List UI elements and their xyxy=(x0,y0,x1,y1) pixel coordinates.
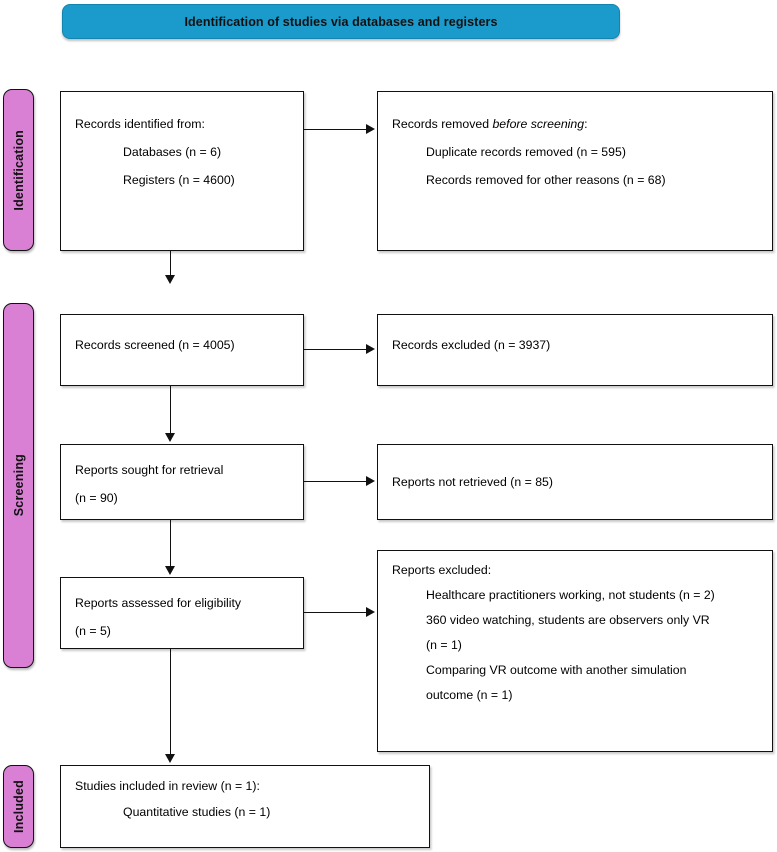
box-records-identified: Records identified from: Databases (n = … xyxy=(60,91,304,251)
box-records-screened: Records screened (n = 4005) xyxy=(60,314,304,386)
studies-included-heading: Studies included in review (n = 1): xyxy=(75,779,260,793)
records-removed-duplicates: Duplicate records removed (n = 595) xyxy=(426,144,626,159)
box-records-removed: Records removed before screening: Duplic… xyxy=(377,91,773,251)
records-removed-heading-italic: before screening xyxy=(492,117,585,131)
reports-sought-text: Reports sought for retrieval xyxy=(75,463,224,477)
records-identified-heading: Records identified from: xyxy=(75,117,205,131)
box-reports-assessed: Reports assessed for eligibility (n = 5) xyxy=(60,577,304,649)
arrowhead-right-icon xyxy=(366,476,375,486)
reports-excluded-reason-2: 360 video watching, students are observe… xyxy=(426,612,710,627)
records-removed-heading-suffix: : xyxy=(584,117,588,131)
box-reports-excluded-reasons: Reports excluded: Healthcare practitione… xyxy=(377,550,773,752)
connector-screened-to-sought xyxy=(170,386,172,435)
connector-screened-to-excluded xyxy=(304,349,368,351)
arrowhead-down-icon xyxy=(165,566,175,575)
stage-label-screening-text: Screening xyxy=(11,454,26,517)
arrowhead-down-icon xyxy=(165,754,175,763)
connector-identified-to-screened xyxy=(170,251,172,277)
studies-included-quantitative: Quantitative studies (n = 1) xyxy=(123,804,271,819)
reports-excluded-reason-3-count: outcome (n = 1) xyxy=(426,687,513,702)
arrowhead-right-icon xyxy=(366,344,375,354)
reports-assessed-count: (n = 5) xyxy=(75,623,111,638)
connector-identified-to-removed xyxy=(304,129,368,131)
box-studies-included: Studies included in review (n = 1): Quan… xyxy=(60,765,430,848)
reports-sought-count: (n = 90) xyxy=(75,490,118,505)
reports-excluded-reason-2-count: (n = 1) xyxy=(426,637,462,652)
stage-label-screening: Screening xyxy=(3,303,34,668)
reports-excluded-reason-1: Healthcare practitioners working, not st… xyxy=(426,587,715,602)
reports-excluded-reason-3: Comparing VR outcome with another simula… xyxy=(426,662,687,677)
reports-not-retrieved-text: Reports not retrieved (n = 85) xyxy=(392,475,553,489)
stage-label-identification-text: Identification xyxy=(11,129,26,211)
arrowhead-right-icon xyxy=(366,124,375,134)
records-removed-heading-prefix: Records removed xyxy=(392,117,493,131)
connector-sought-to-assessed xyxy=(170,520,172,568)
records-identified-registers: Registers (n = 4600) xyxy=(123,172,235,187)
diagram-header-banner: Identification of studies via databases … xyxy=(62,4,620,39)
arrowhead-down-icon xyxy=(165,275,175,284)
arrowhead-right-icon xyxy=(366,607,375,617)
arrowhead-down-icon xyxy=(165,433,175,442)
reports-assessed-text: Reports assessed for eligibility xyxy=(75,596,242,610)
records-removed-other: Records removed for other reasons (n = 6… xyxy=(426,172,666,187)
connector-assessed-to-excluded-reasons xyxy=(304,612,368,614)
box-reports-sought: Reports sought for retrieval (n = 90) xyxy=(60,444,304,520)
records-removed-heading: Records removed before screening: xyxy=(392,118,760,131)
box-reports-not-retrieved: Reports not retrieved (n = 85) xyxy=(377,444,773,520)
connector-assessed-to-included xyxy=(170,649,172,756)
stage-label-included-text: Included xyxy=(11,780,26,833)
reports-excluded-heading: Reports excluded: xyxy=(392,563,492,577)
stage-label-included: Included xyxy=(3,765,34,848)
banner-title: Identification of studies via databases … xyxy=(184,14,498,29)
records-excluded-text: Records excluded (n = 3937) xyxy=(392,338,551,352)
stage-label-identification: Identification xyxy=(3,89,34,251)
connector-sought-to-not-retrieved xyxy=(304,481,368,483)
records-identified-databases: Databases (n = 6) xyxy=(123,144,222,159)
records-screened-text: Records screened (n = 4005) xyxy=(75,338,235,352)
box-records-excluded: Records excluded (n = 3937) xyxy=(377,314,773,386)
